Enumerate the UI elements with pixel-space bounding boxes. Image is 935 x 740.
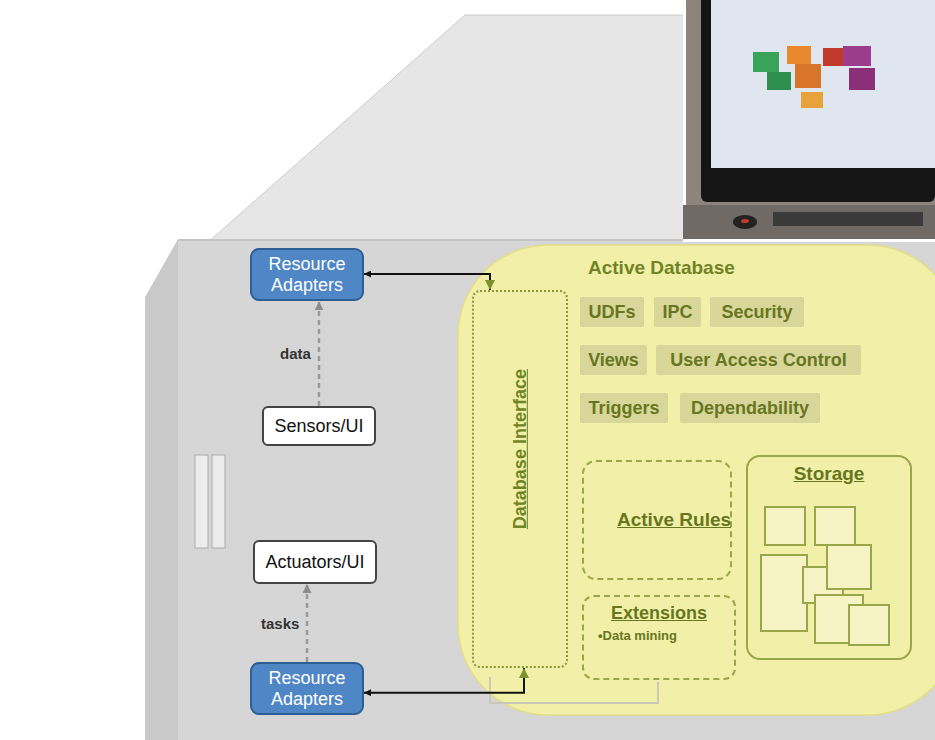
mouse-light: [741, 219, 749, 223]
adapter-box: Resource Adapters: [250, 248, 364, 301]
window-pane: [212, 455, 225, 548]
node-title: Active Database: [588, 257, 735, 279]
desk: [683, 205, 935, 239]
screen-note: [787, 46, 811, 64]
node-title: Security: [721, 302, 792, 323]
screen-note: [753, 52, 779, 72]
screen-note: [795, 64, 821, 88]
feature-tag: Views: [580, 345, 647, 375]
storage-box: Storage: [746, 455, 912, 660]
node-title: Storage: [748, 463, 910, 485]
node-title: IPC: [662, 302, 692, 323]
screen-note: [843, 46, 871, 66]
interface-panel: Database Interface: [472, 290, 568, 668]
screen-note: [801, 92, 823, 108]
extensions-box: Extensions •Data mining: [582, 595, 736, 680]
photo-illustration: [683, 0, 935, 242]
node-title: Sensors/UI: [274, 416, 363, 437]
mouse: [733, 215, 757, 229]
side-wall: [145, 240, 178, 740]
connector: [306, 584, 309, 662]
feedback-line: [490, 677, 658, 703]
window-pane: [195, 455, 208, 548]
rules-box: Active Rules: [582, 460, 732, 580]
storage-icon: [757, 501, 899, 651]
storage-block: [849, 605, 889, 645]
node-title: UDFs: [588, 302, 635, 323]
feature-tag: IPC: [654, 297, 701, 327]
monitor-bezel: [701, 0, 935, 202]
node-title: Dependability: [691, 398, 809, 419]
node-body: •Data mining: [592, 628, 726, 643]
storage-block: [815, 507, 855, 545]
node-title: Database Interface: [508, 429, 532, 529]
node-title: Actuators/UI: [265, 552, 364, 573]
screen-note: [767, 72, 791, 90]
node-title: Triggers: [588, 398, 659, 419]
keyboard: [773, 212, 923, 226]
connector: [318, 301, 321, 406]
screen-note: [849, 68, 875, 90]
io-box: Actuators/UI: [253, 540, 377, 584]
edge-label: tasks: [261, 615, 299, 632]
storage-block: [761, 555, 807, 631]
photo-background: [686, 0, 935, 239]
region-fill: [458, 245, 935, 715]
adapter-box: Resource Adapters: [250, 662, 364, 715]
feature-tag: Triggers: [580, 393, 668, 423]
feature-tag: Dependability: [680, 393, 820, 423]
storage-block: [765, 507, 805, 545]
node-title: Resource Adapters: [258, 254, 356, 295]
database-region: Active DatabaseDatabase Interface UDFs IPC…: [458, 245, 935, 715]
feature-tag: UDFs: [580, 297, 644, 327]
edge-label: data: [280, 345, 311, 362]
io-box: Sensors/UI: [262, 406, 376, 446]
node-title: Extensions: [592, 603, 726, 624]
monitor-screen: [711, 0, 935, 168]
node-title: Resource Adapters: [258, 668, 356, 709]
node-title: Views: [588, 350, 639, 371]
photo-frame: [683, 0, 935, 242]
storage-block: [827, 545, 871, 589]
feature-tag: Security: [710, 297, 804, 327]
feature-tag: User Access Control: [656, 345, 861, 375]
node-title: User Access Control: [670, 350, 846, 371]
node-title: Active Rules: [617, 508, 697, 533]
